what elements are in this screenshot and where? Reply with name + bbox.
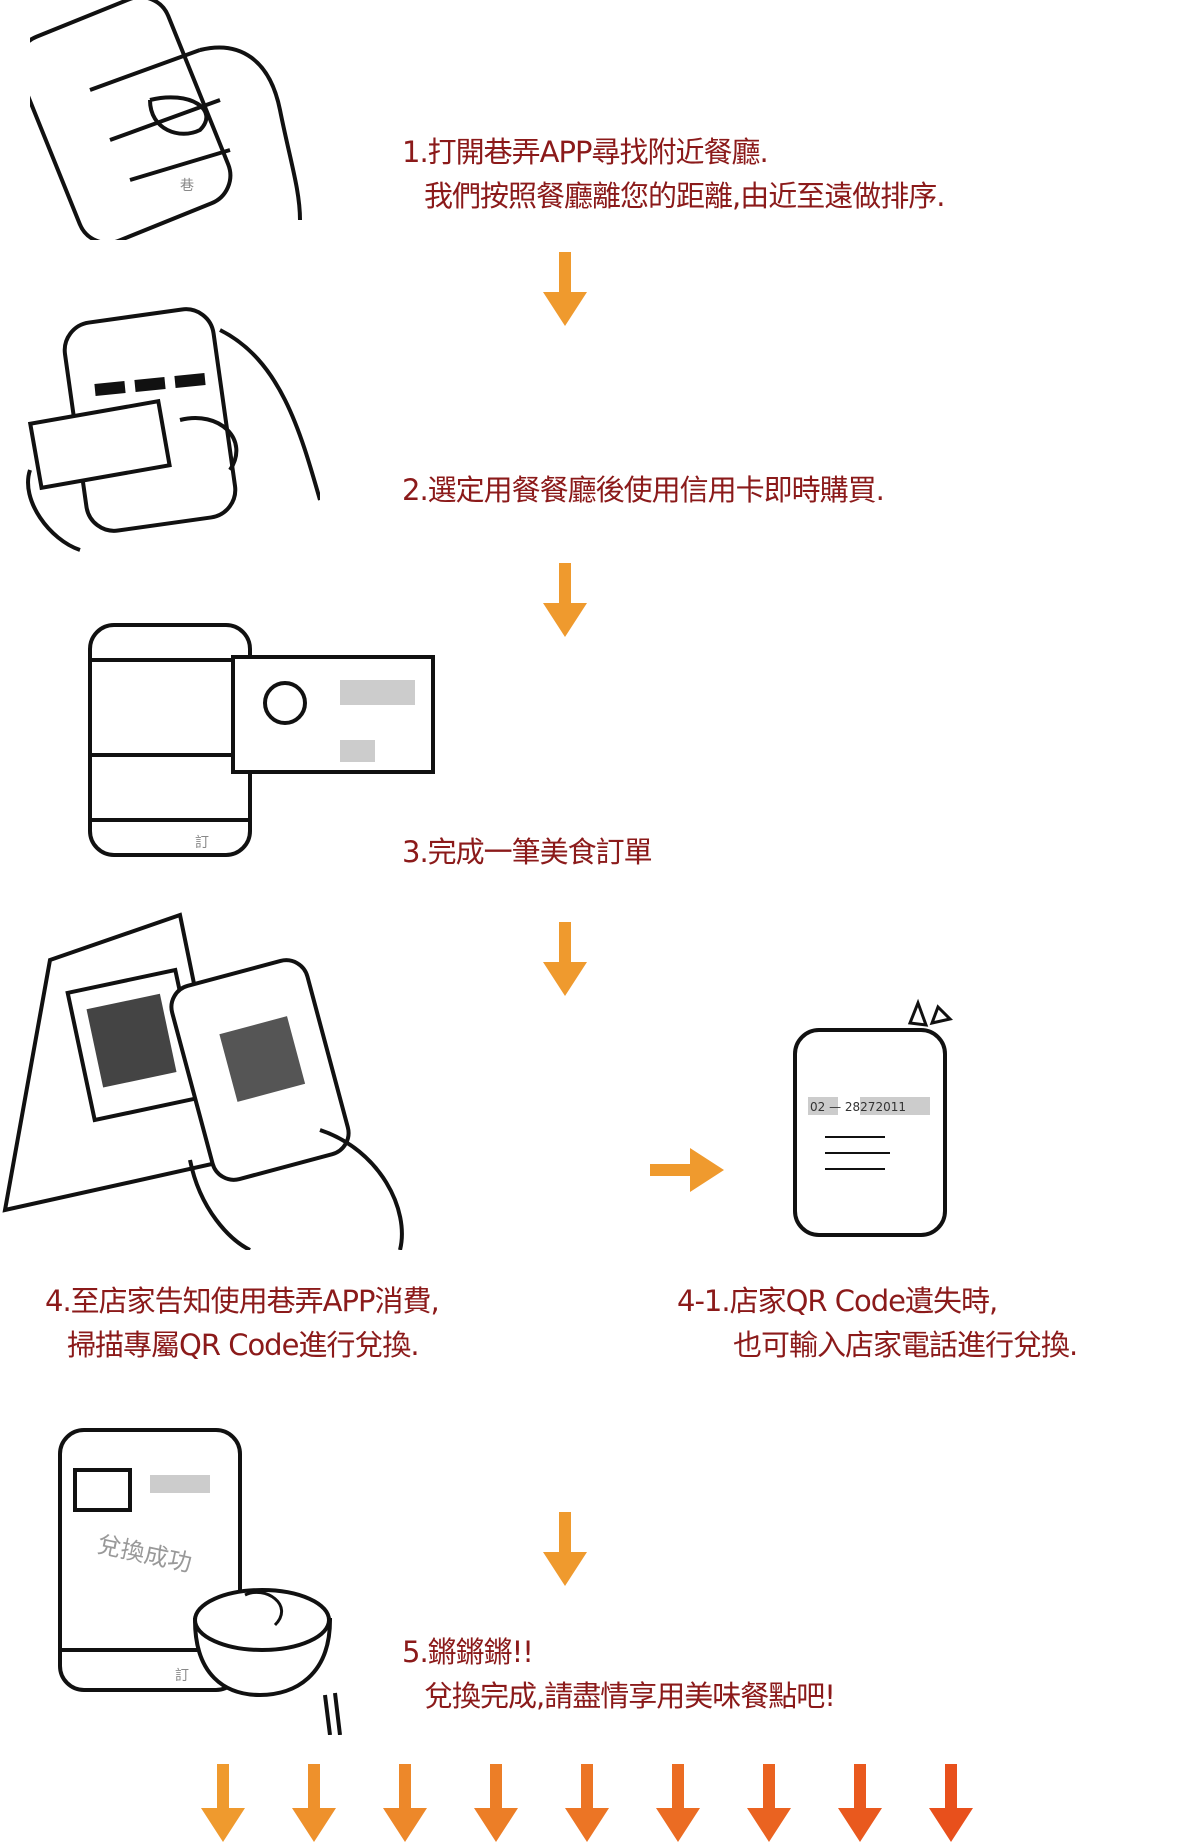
arrow-down-icon bbox=[383, 1764, 427, 1842]
step-4-line-2: 掃描專屬QR Code進行兌換. bbox=[67, 1328, 420, 1362]
svg-text:訂: 訂 bbox=[175, 1668, 189, 1684]
step-4-text: 4.至店家告知使用巷弄APP消費, 掃描專屬QR Code進行兌換. bbox=[45, 1279, 440, 1367]
arrow-right-icon bbox=[650, 1148, 724, 1192]
arrow-down-icon bbox=[201, 1764, 245, 1842]
step-5-text: 5.鏘鏘鏘!! 兌換完成,請盡情享用美味餐點吧! bbox=[402, 1630, 836, 1718]
arrow-down-icon bbox=[292, 1764, 336, 1842]
step-5-line-2: 兌換完成,請盡情享用美味餐點吧! bbox=[424, 1679, 836, 1713]
step-1-line-1: 1.打開巷弄APP尋找附近餐廳. bbox=[402, 135, 769, 169]
step-1-text: 1.打開巷弄APP尋找附近餐廳. 我們按照餐廳離您的距離,由近至遠做排序. bbox=[402, 130, 945, 218]
svg-text:02 — 28272011: 02 — 28272011 bbox=[810, 1100, 906, 1114]
arrow-down-icon bbox=[543, 252, 587, 326]
step-4-1-line-1: 4-1.店家QR Code遺失時, bbox=[677, 1284, 998, 1318]
step-2-text: 2.選定用餐餐廳後使用信用卡即時購買. bbox=[402, 468, 885, 512]
step-3-text: 3.完成一筆美食訂單 bbox=[402, 830, 653, 874]
arrow-down-icon bbox=[543, 563, 587, 637]
step-4-1-line-2: 也可輸入店家電話進行兌換. bbox=[733, 1328, 1078, 1362]
arrow-down-icon bbox=[543, 1512, 587, 1586]
step-4-1-text: 4-1.店家QR Code遺失時, 也可輸入店家電話進行兌換. bbox=[677, 1279, 1078, 1367]
svg-text:訂: 訂 bbox=[195, 835, 209, 851]
arrow-down-icon bbox=[929, 1764, 973, 1842]
arrow-down-icon bbox=[747, 1764, 791, 1842]
step-4-line-1: 4.至店家告知使用巷弄APP消費, bbox=[45, 1284, 440, 1318]
phone-in-hand-illustration: 巷 bbox=[30, 0, 310, 240]
svg-text:巷: 巷 bbox=[180, 178, 194, 194]
step-3-line-1: 3.完成一筆美食訂單 bbox=[402, 835, 653, 869]
redeem-success-illustration: 兌換成功 訂 bbox=[55, 1425, 355, 1735]
qr-code-scan-illustration bbox=[0, 910, 420, 1250]
arrow-down-icon bbox=[543, 922, 587, 996]
step-2-line-1: 2.選定用餐餐廳後使用信用卡即時購買. bbox=[402, 473, 885, 507]
credit-card-payment-illustration bbox=[20, 300, 320, 560]
arrow-down-icon bbox=[474, 1764, 518, 1842]
order-complete-illustration: 訂 bbox=[85, 615, 445, 865]
svg-text:兌換成功: 兌換成功 bbox=[95, 1530, 195, 1577]
phone-number-entry-illustration: 02 — 28272011 bbox=[790, 995, 960, 1245]
arrow-down-icon bbox=[656, 1764, 700, 1842]
step-1-line-2: 我們按照餐廳離您的距離,由近至遠做排序. bbox=[424, 179, 945, 213]
arrow-down-icon bbox=[565, 1764, 609, 1842]
arrow-down-icon bbox=[838, 1764, 882, 1842]
step-5-line-1: 5.鏘鏘鏘!! bbox=[402, 1635, 534, 1669]
